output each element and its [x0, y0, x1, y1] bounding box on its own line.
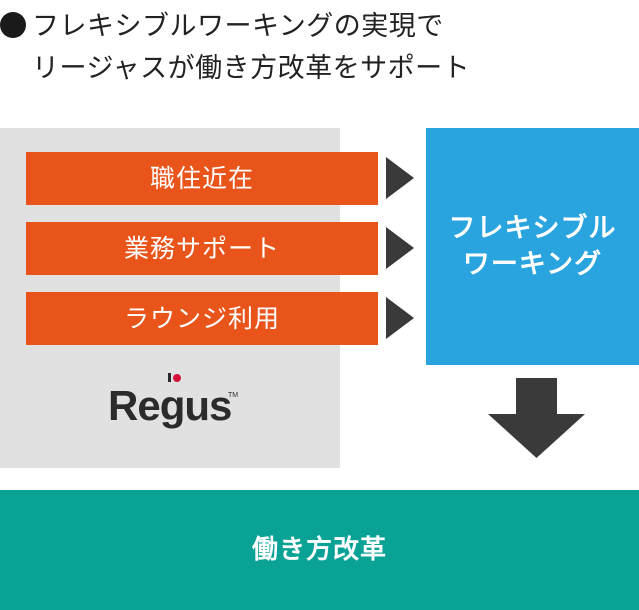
down-arrow-icon [488, 378, 585, 458]
heading-line-1: フレキシブルワーキングの実現で [0, 6, 639, 48]
heading-line-2: リージャスが働き方改革をサポート [32, 53, 471, 84]
right-arrow-icon [386, 157, 414, 199]
work-style-reform-bar: 働き方改革 [0, 490, 639, 610]
regus-logo-text: Regus [108, 382, 232, 429]
flexible-working-box: フレキシブル ワーキング [426, 128, 639, 365]
regus-logo: Regus TM [108, 372, 248, 442]
flexible-working-line-1: フレキシブル [448, 212, 617, 244]
regus-logo-trademark: TM [228, 392, 239, 399]
service-bar-commute: 職住近在 [26, 152, 378, 205]
regus-logo-mark-icon [168, 373, 181, 382]
service-bar-business-support: 業務サポート [26, 222, 378, 275]
right-arrow-icon [386, 227, 414, 269]
flexible-working-line-2: ワーキング [462, 248, 603, 280]
service-bar-lounge: ラウンジ利用 [26, 292, 378, 345]
diagram-heading: フレキシブルワーキングの実現で リージャスが働き方改革をサポート [0, 6, 639, 90]
right-arrow-icon [386, 297, 414, 339]
heading-line-1-text: フレキシブルワーキングの実現で [32, 11, 444, 42]
bullet-icon [0, 12, 26, 38]
